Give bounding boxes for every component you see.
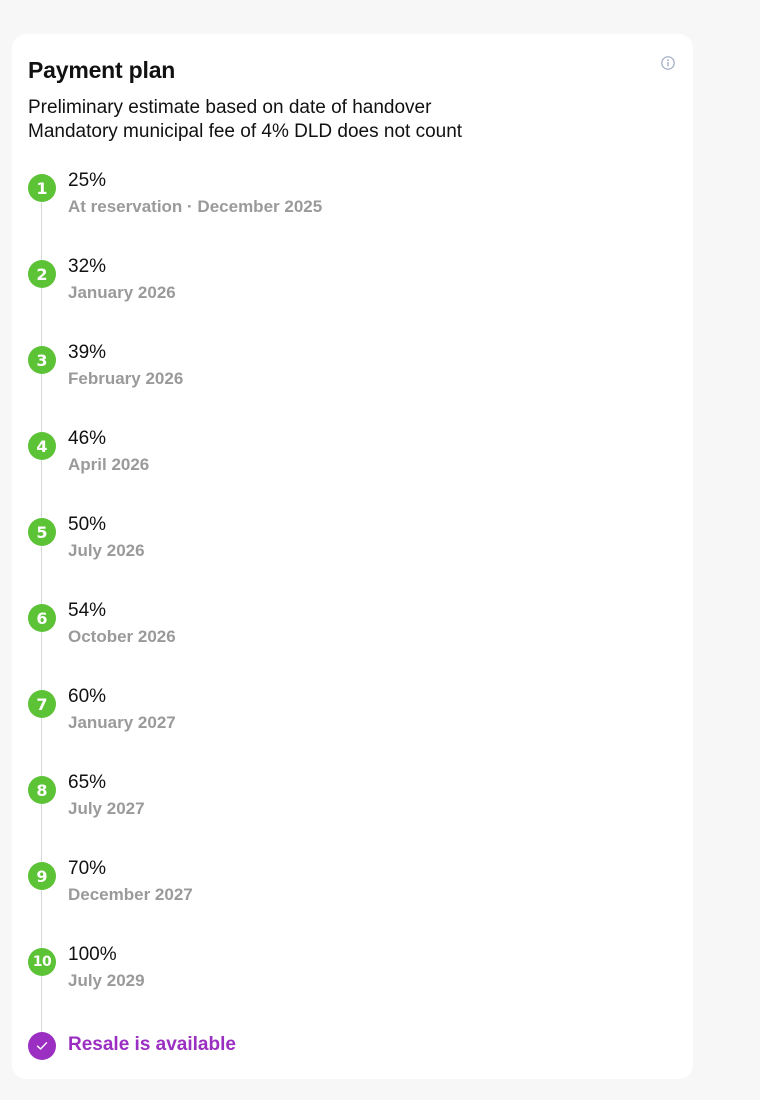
- step-percent: 50%: [68, 514, 107, 535]
- step-date: December 2027: [68, 885, 193, 904]
- step-number-badge: 1: [28, 174, 56, 202]
- step-percent: 32%: [68, 256, 107, 277]
- check-icon: [28, 1032, 56, 1060]
- step-percent: 100%: [68, 944, 117, 965]
- resale-available-row: Resale is available: [26, 1030, 426, 1062]
- subtitle-line-dld-fee: Mandatory municipal fee of 4% DLD does n…: [28, 121, 463, 142]
- step-date: January 2027: [68, 713, 176, 732]
- step-date: October 2026: [68, 627, 176, 646]
- payment-step: 1 25% At reservation · December 2025: [26, 170, 646, 230]
- step-number-badge: 9: [28, 862, 56, 890]
- info-icon[interactable]: [661, 56, 675, 70]
- step-date: February 2026: [68, 369, 184, 388]
- step-date: April 2026: [68, 455, 150, 474]
- step-percent: 70%: [68, 858, 107, 879]
- step-date: July 2029: [68, 971, 145, 990]
- step-number-badge: 6: [28, 604, 56, 632]
- step-percent: 39%: [68, 342, 107, 363]
- payment-step: 2 32% January 2026: [26, 256, 646, 316]
- step-percent: 60%: [68, 686, 107, 707]
- step-percent: 25%: [68, 170, 107, 191]
- step-number-badge: 7: [28, 690, 56, 718]
- step-percent: 65%: [68, 772, 107, 793]
- step-date: January 2026: [68, 283, 176, 302]
- step-date: July 2026: [68, 541, 145, 560]
- payment-plan-card: Payment plan Preliminary estimate based …: [12, 34, 693, 1079]
- card-subtitle: Preliminary estimate based on date of ha…: [28, 96, 668, 144]
- step-number-badge: 10: [28, 948, 56, 976]
- payment-step: 5 50% July 2026: [26, 514, 646, 574]
- step-number-badge: 3: [28, 346, 56, 374]
- payment-step: 9 70% December 2027: [26, 858, 646, 918]
- subtitle-line-handover: Preliminary estimate based on date of ha…: [28, 97, 432, 118]
- step-percent: 46%: [68, 428, 107, 449]
- payment-step: 4 46% April 2026: [26, 428, 646, 488]
- payment-step: 6 54% October 2026: [26, 600, 646, 660]
- resale-label: Resale is available: [68, 1034, 236, 1055]
- step-date: At reservation · December 2025: [68, 197, 323, 216]
- card-title: Payment plan: [28, 57, 176, 83]
- payment-step: 7 60% January 2027: [26, 686, 646, 746]
- step-number-badge: 8: [28, 776, 56, 804]
- payment-step: 3 39% February 2026: [26, 342, 646, 402]
- step-date: July 2027: [68, 799, 145, 818]
- step-percent: 54%: [68, 600, 107, 621]
- payment-step: 8 65% July 2027: [26, 772, 646, 832]
- payment-timeline: 1 25% At reservation · December 2025 2 3…: [26, 170, 666, 1070]
- payment-step: 10 100% July 2029: [26, 944, 646, 1004]
- step-number-badge: 2: [28, 260, 56, 288]
- step-number-badge: 4: [28, 432, 56, 460]
- step-number-badge: 5: [28, 518, 56, 546]
